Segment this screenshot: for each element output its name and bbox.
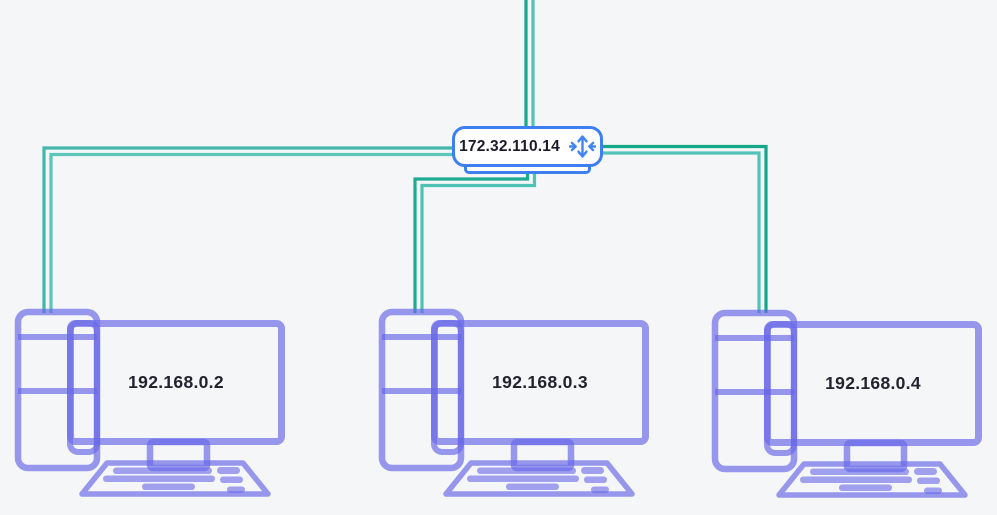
computer-node-3[interactable]: 192.168.0.4 xyxy=(707,304,987,515)
link-router-pc1-outer xyxy=(42,146,455,313)
router-node[interactable]: 172.32.110.14 xyxy=(452,126,603,167)
switch-traffic-arrows-icon xyxy=(568,135,596,158)
link-router-pc3-inner xyxy=(600,151,761,313)
computer-ip-label: 192.168.0.3 xyxy=(492,372,588,392)
keyboard-outline xyxy=(776,461,968,498)
keyboard-keys xyxy=(800,468,942,494)
keyboard-keys xyxy=(467,467,609,493)
computer-illustration xyxy=(378,308,649,497)
link-router-pc2-outer xyxy=(413,171,530,313)
computer-ip-label: 192.168.0.4 xyxy=(825,373,921,393)
link-router-pc3-outer xyxy=(600,144,768,313)
computer-node-2[interactable]: 192.168.0.3 xyxy=(374,303,654,515)
computer-illustration xyxy=(711,309,982,498)
keyboard-keys xyxy=(103,467,245,493)
keyboard-outline xyxy=(79,460,271,497)
link-router-pc1-inner xyxy=(49,152,455,313)
link-router-pc2-inner xyxy=(420,171,537,313)
computer-illustration xyxy=(14,308,285,497)
computer-node-1[interactable]: 192.168.0.2 xyxy=(10,303,290,515)
router-ip-label: 172.32.110.14 xyxy=(459,137,560,155)
keyboard-outline xyxy=(443,460,635,497)
computer-ip-label: 192.168.0.2 xyxy=(128,372,224,392)
